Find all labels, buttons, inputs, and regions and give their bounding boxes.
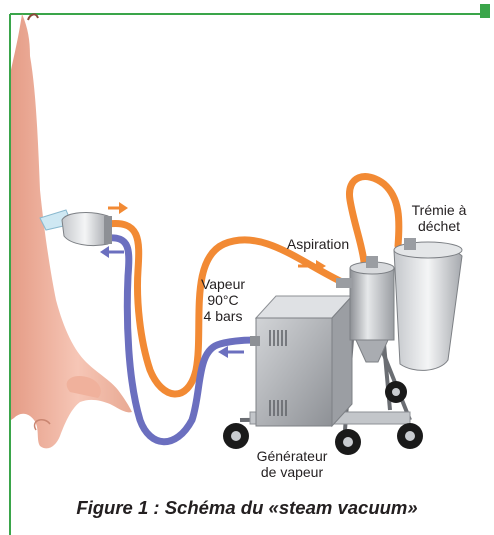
steam-generator bbox=[250, 296, 352, 426]
generator-label-line: Générateur bbox=[250, 448, 334, 464]
steam-arrow bbox=[218, 346, 244, 358]
aspiration-label: Aspiration bbox=[278, 236, 358, 252]
hopper-label-line: Trémie à bbox=[404, 202, 474, 218]
wheel bbox=[385, 381, 407, 403]
steam-label-line: 90°C bbox=[198, 292, 248, 308]
generator-label-line: de vapeur bbox=[250, 464, 334, 480]
wheel bbox=[397, 423, 423, 449]
steam-label: Vapeur 90°C 4 bars bbox=[198, 276, 248, 324]
wheel bbox=[223, 423, 249, 449]
frame-corner-mark bbox=[480, 4, 490, 18]
generator-label: Générateur de vapeur bbox=[250, 448, 334, 480]
hopper-label: Trémie à déchet bbox=[404, 202, 474, 234]
cleaning-nozzle bbox=[62, 213, 112, 246]
steam-label-line: 4 bars bbox=[198, 308, 248, 324]
wheel bbox=[335, 429, 361, 455]
hopper-label-line: déchet bbox=[404, 218, 474, 234]
steam-label-line: Vapeur bbox=[198, 276, 248, 292]
figure-caption: Figure 1 : Schéma du «steam vacuum» bbox=[30, 497, 464, 519]
waste-hopper bbox=[394, 238, 462, 370]
